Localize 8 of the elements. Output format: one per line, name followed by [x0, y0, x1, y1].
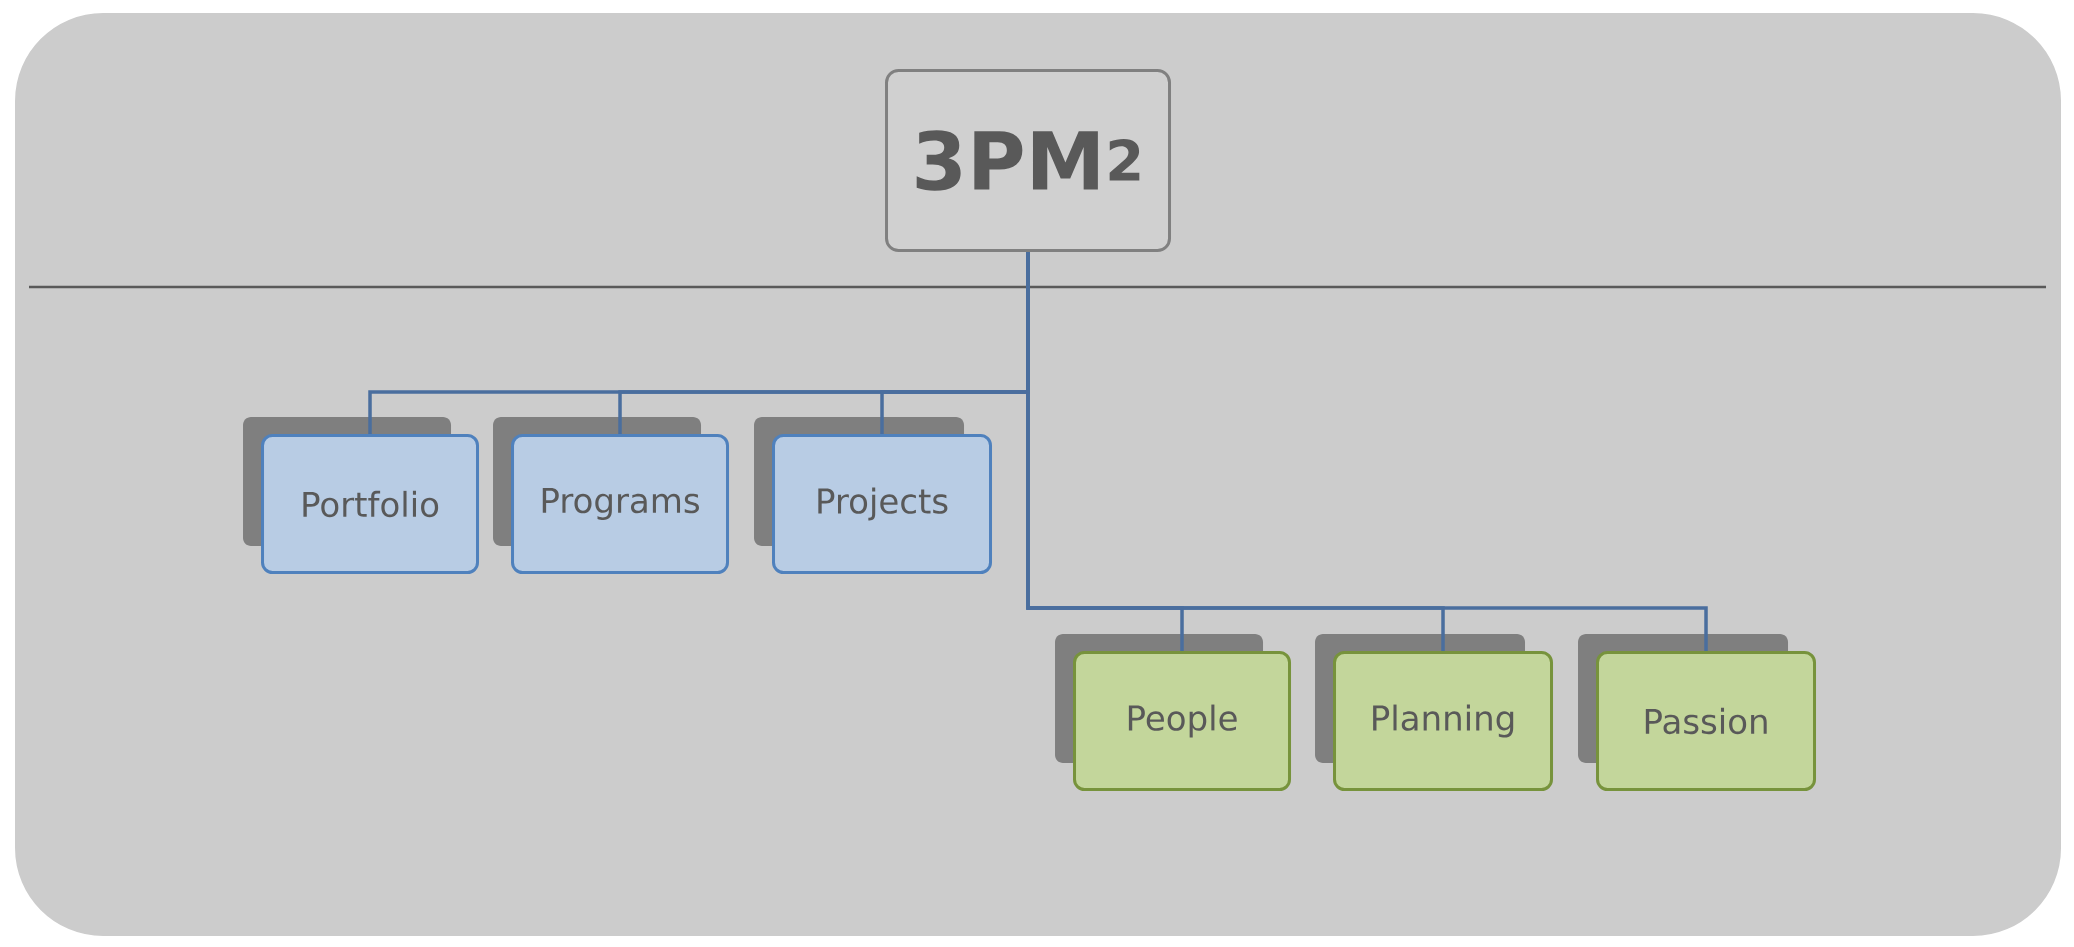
category-box: Projects — [772, 434, 992, 574]
category-box: Portfolio — [261, 434, 479, 574]
category-box: Programs — [511, 434, 729, 574]
category-box: Planning — [1333, 651, 1553, 791]
connector-line — [1026, 252, 1708, 651]
category-box: Passion — [1596, 651, 1816, 791]
title-box: 3PM$^{2}$ — [885, 69, 1171, 252]
category-box: People — [1073, 651, 1291, 791]
